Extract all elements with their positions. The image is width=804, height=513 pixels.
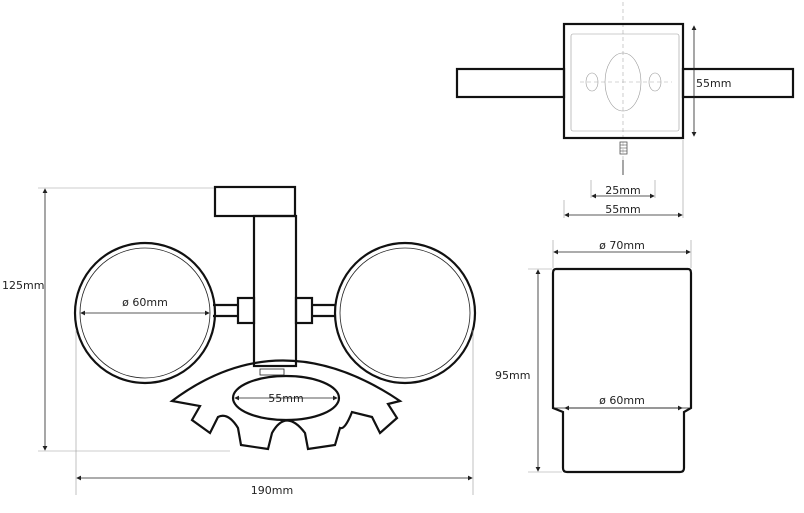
soap-dish-label: 55mm bbox=[268, 392, 303, 405]
hole-spacing-label: 25mm bbox=[605, 184, 640, 197]
top-view: 55mm 25mm 55mm bbox=[455, 2, 795, 218]
top-width-label: 55mm bbox=[605, 203, 640, 216]
front-width-label: 190mm bbox=[251, 484, 293, 497]
post bbox=[252, 214, 298, 368]
center-hole bbox=[604, 52, 642, 112]
top-height-label: 55mm bbox=[696, 77, 731, 90]
wall-plate bbox=[562, 22, 685, 140]
cup-view: ø 70mm ø 60mm 95mm bbox=[495, 239, 693, 474]
front-height-label: 125mm bbox=[2, 279, 44, 292]
cup-outline bbox=[551, 267, 693, 474]
soap-dish bbox=[169, 359, 403, 451]
left-bar bbox=[455, 67, 566, 99]
screw-hole bbox=[585, 72, 599, 92]
soap-dish-opening bbox=[231, 374, 341, 422]
mount-plate bbox=[213, 185, 297, 218]
connector bbox=[294, 296, 314, 325]
cup-top-diameter-label: ø 70mm bbox=[599, 239, 645, 252]
right-ring bbox=[333, 241, 477, 385]
front-view: ø 60mm 55mm 125mm 190mm bbox=[2, 185, 477, 497]
ring-diameter-label: ø 60mm bbox=[122, 296, 168, 309]
cup-bottom-diameter-label: ø 60mm bbox=[599, 394, 645, 407]
screw-icon bbox=[619, 141, 628, 155]
left-ring bbox=[73, 241, 217, 385]
cup-height-label: 95mm bbox=[495, 369, 530, 382]
screw-hole bbox=[648, 72, 662, 92]
connector bbox=[236, 296, 256, 325]
